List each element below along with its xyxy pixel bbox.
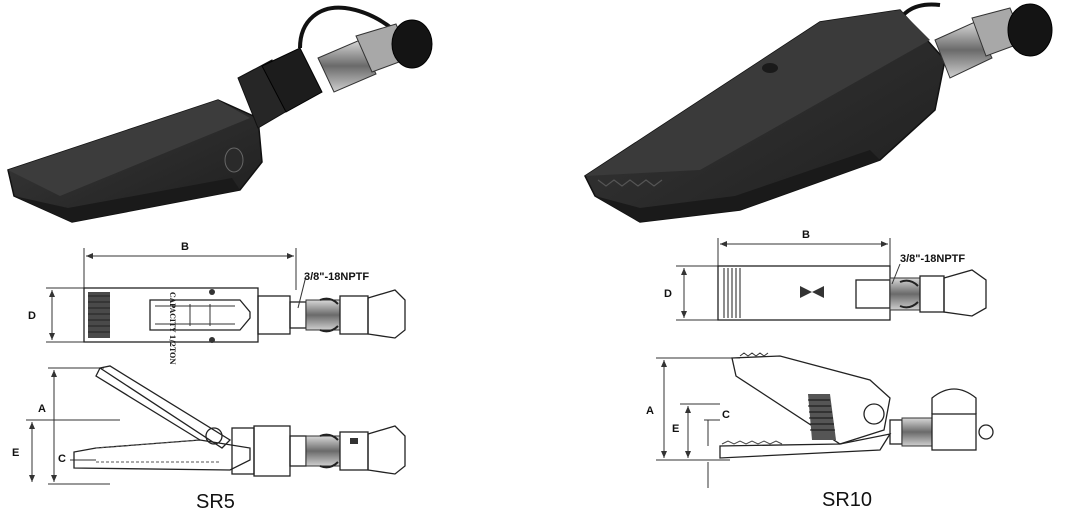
sr10-dim-e: E <box>672 423 679 435</box>
sr10-model-label: SR10 <box>822 489 872 511</box>
sr5-dim-e: E <box>12 447 19 459</box>
sr10-dim-d: D <box>664 288 672 300</box>
sr5-thread-label: 3/8"-18NPTF <box>304 271 369 283</box>
sr5-dim-c: C <box>58 453 66 465</box>
sr10-dim-a: A <box>646 405 654 417</box>
sr5-side-view <box>26 365 406 485</box>
sr5-capacity-label: CAPACITY 1/2TON <box>168 292 177 365</box>
sr10-dim-b: B <box>802 229 810 241</box>
sr10-photo <box>584 2 1053 223</box>
sr10-side-view <box>656 352 994 488</box>
sr5-dim-a: A <box>38 403 46 415</box>
sr5-top-view <box>46 248 406 343</box>
sr10-dim-c: C <box>722 409 730 421</box>
sr5-model-label: SR5 <box>196 491 235 513</box>
sr5-dim-b: B <box>181 241 189 253</box>
sr10-top-view <box>676 238 987 321</box>
sr5-photo <box>7 5 433 223</box>
sr10-thread-label: 3/8"-18NPTF <box>900 253 965 265</box>
sr5-dim-d: D <box>28 310 36 322</box>
